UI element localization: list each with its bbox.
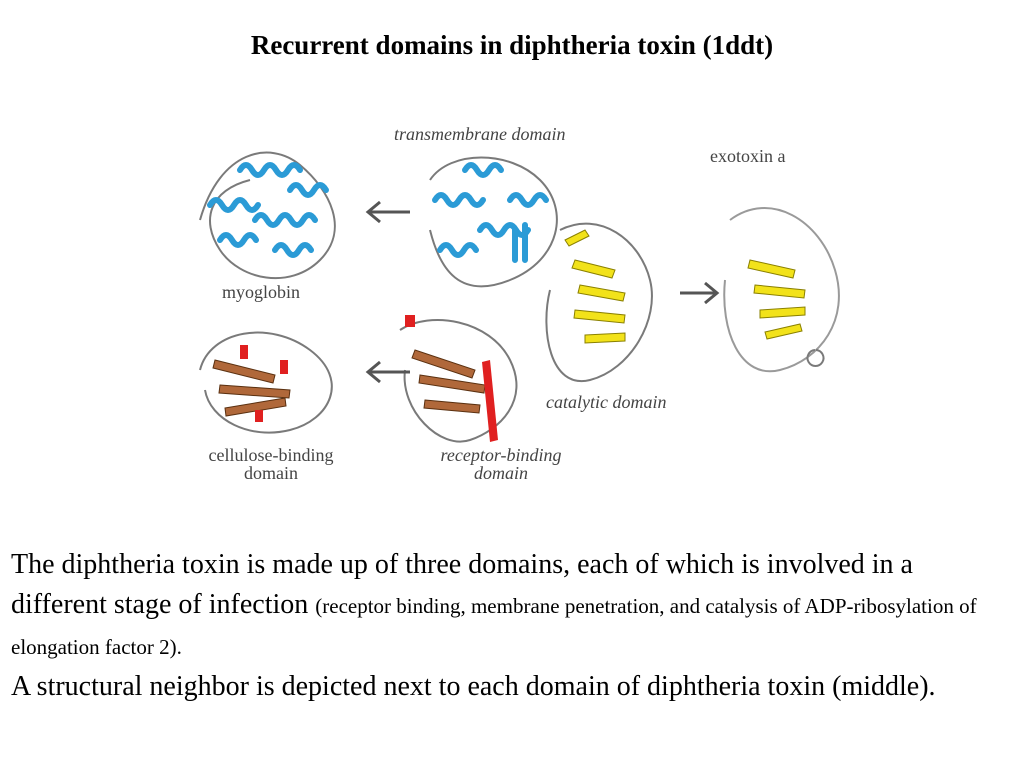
arrow-left-bottom: [365, 360, 410, 384]
description-text: The diphtheria toxin is made up of three…: [11, 545, 1011, 707]
transmembrane-structure: [429, 156, 558, 288]
receptor-binding-structure: [399, 315, 518, 443]
page-title: Recurrent domains in diphtheria toxin (1…: [250, 30, 774, 60]
label-receptor-binding-domain: receptor-binding domain: [440, 445, 562, 483]
label-exotoxin-a: exotoxin a: [710, 146, 786, 166]
label-catalytic-domain: catalytic domain: [546, 392, 667, 412]
paragraph-2: A structural neighbor is depicted next t…: [11, 671, 936, 702]
arrow-right: [680, 281, 720, 305]
exotoxin-structure: [723, 207, 840, 373]
paragraph-1: The diphtheria toxin is made up of three…: [11, 549, 977, 659]
protein-structures-illustration: [199, 151, 840, 443]
myoglobin-structure: [199, 151, 336, 280]
domain-figure: transmembrane domain exotoxin a myoglobi…: [180, 110, 880, 490]
arrows: [365, 200, 720, 384]
arrow-left-top: [365, 200, 410, 224]
label-transmembrane-domain: transmembrane domain: [394, 124, 566, 144]
cellulose-binding-structure: [199, 331, 333, 434]
label-cellulose-binding-domain: cellulose-binding domain: [208, 445, 334, 483]
label-myoglobin: myoglobin: [222, 282, 301, 302]
catalytic-structure: [545, 222, 653, 383]
